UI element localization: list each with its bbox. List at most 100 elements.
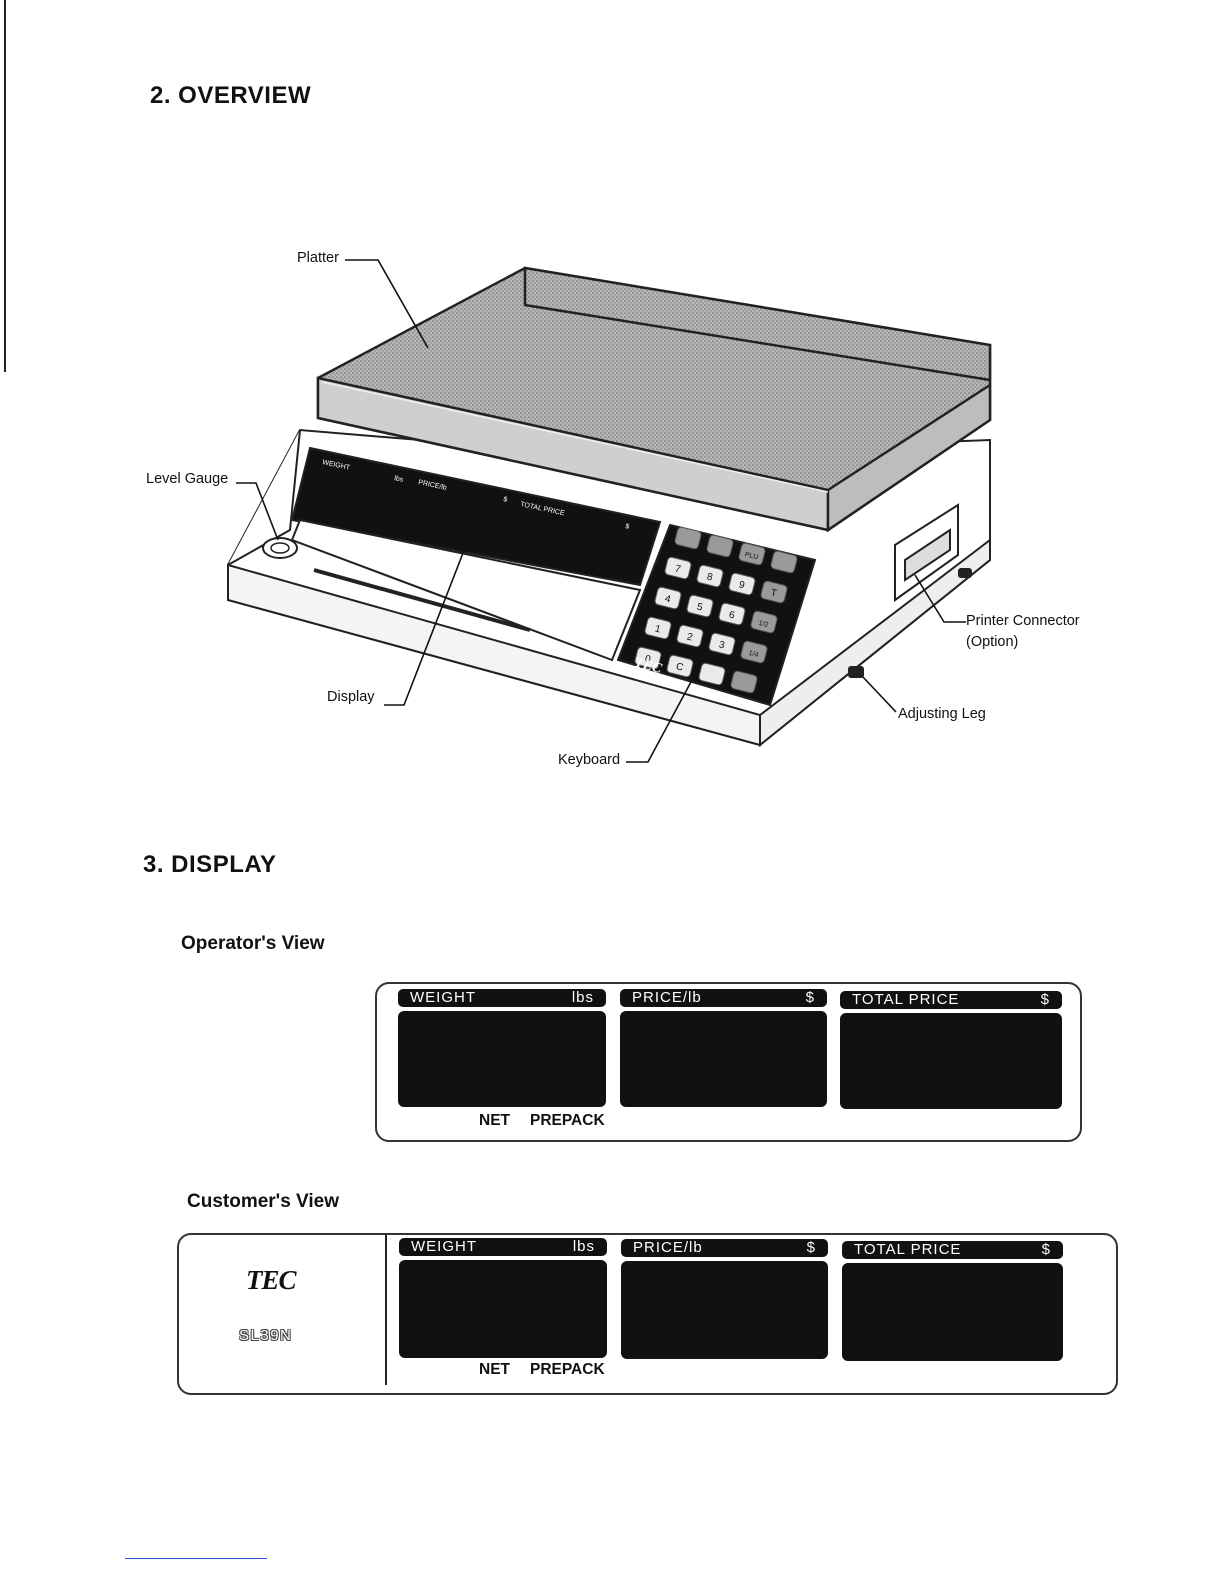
callout-level-gauge: Level Gauge [146,471,229,487]
keypad-key-label: PLU [744,551,759,561]
operator-total-header: TOTAL PRICE $ [840,991,1062,1009]
callout-leaders [236,259,966,763]
customer-total-segment: TOTAL PRICE $ [842,1241,1063,1361]
keypad-key [674,526,702,550]
scale-keyboard: PLU 7 8 9T 4 5 6 1/2 1 2 3 1/4 0C TEC [616,523,817,707]
keypad-key [740,640,768,664]
keypad-key-label: 8 [706,571,714,583]
keypad-key [676,624,704,648]
keypad-key [686,594,714,618]
keypad-key-label: 0 [644,653,652,665]
customer-net-indicator: NET [479,1361,510,1378]
operator-prepack-indicator: PREPACK [530,1112,605,1129]
customer-brand-logo: TEC [246,1265,297,1295]
keypad-key [666,654,694,678]
margin-rule [4,0,6,372]
keypad-key [738,542,766,566]
operator-weight-segment: WEIGHT lbs [398,989,606,1107]
operator-price-lcd [620,1011,827,1107]
operator-price-header: PRICE/lb $ [620,989,827,1007]
operator-weight-header: WEIGHT lbs [398,989,606,1007]
customer-price-unit: $ [806,1239,816,1256]
customer-price-segment: PRICE/lb $ [621,1239,828,1359]
keypad-key [750,610,778,634]
customer-weight-unit: lbs [572,1238,595,1255]
customer-view-panel: TEC SL39N WEIGHT lbs PRICE/lb $ TOTAL PR… [177,1233,1118,1395]
adjusting-leg [848,666,864,678]
customer-total-label: TOTAL PRICE [854,1241,962,1258]
operator-weight-lcd [398,1011,606,1107]
keypad-key [708,632,736,656]
keypad-key [644,616,672,640]
scale-display-weight-unit: lbs [394,475,405,484]
level-gauge-icon [262,537,298,559]
keypad-key-label: 1/2 [758,620,769,629]
adjusting-leg-rear [958,568,972,578]
callout-display: Display [327,689,375,705]
customer-weight-header: WEIGHT lbs [399,1238,607,1256]
keypad-key-label: 6 [728,609,736,621]
keypad-key-label: C [675,661,685,673]
customer-prepack-indicator: PREPACK [530,1361,605,1378]
customer-total-unit: $ [1041,1241,1051,1258]
keypad-key-label: 3 [718,639,726,651]
keypad-key [698,662,726,686]
platter [316,266,992,533]
keypad-key [654,586,682,610]
display-heading: 3. DISPLAY [143,851,277,878]
customer-price-label: PRICE/lb [633,1239,703,1256]
customer-weight-label: WEIGHT [411,1238,477,1255]
callout-printer-connector: Printer Connector [966,613,1080,629]
keypad-key-label: T [769,587,778,599]
customer-panel-divider [385,1235,387,1385]
customer-view-title: Customer's View [187,1191,339,1212]
operator-weight-unit: lbs [571,989,594,1006]
customer-price-header: PRICE/lb $ [621,1239,828,1257]
overview-heading: 2. OVERVIEW [150,82,312,109]
operator-price-unit: $ [805,989,815,1006]
scale-display-window: WEIGHT lbs PRICE/lb $ TOTAL PRICE $ [290,446,662,662]
footnote-rule [125,1558,267,1559]
keypad-key [770,550,798,574]
operator-total-label: TOTAL PRICE [852,991,960,1008]
keypad-key [718,602,746,626]
keypad-key [696,564,724,588]
customer-total-lcd [842,1263,1063,1361]
keypad-key [728,572,756,596]
keypad-key-label: 7 [674,563,682,575]
operator-weight-label: WEIGHT [410,989,476,1006]
operator-total-lcd [840,1013,1062,1109]
callout-keyboard: Keyboard [558,752,621,768]
operator-view-title: Operator's View [181,933,325,954]
keypad-key-label: 9 [738,579,746,591]
customer-weight-lcd [399,1260,607,1358]
customer-weight-segment: WEIGHT lbs [399,1238,607,1358]
scale-illustration: WEIGHT lbs PRICE/lb $ TOTAL PRICE $ PLU 7… [227,259,992,763]
operator-price-label: PRICE/lb [632,989,702,1006]
keypad-key [706,534,734,558]
customer-price-lcd [621,1261,828,1359]
callout-platter: Platter [297,250,339,266]
scale-brand-logo: TEC [633,655,664,677]
printer-connector [894,503,959,602]
customer-total-header: TOTAL PRICE $ [842,1241,1063,1259]
keypad-key-label: 4 [664,593,672,605]
operator-total-segment: TOTAL PRICE $ [840,991,1062,1109]
customer-model-label: SL39N [239,1327,293,1344]
operator-total-unit: $ [1040,991,1050,1008]
keypad-key [634,646,662,670]
keypad-key-label: 1 [654,623,662,635]
operator-price-segment: PRICE/lb $ [620,989,827,1107]
scale-display-price-unit: $ [503,496,508,504]
operator-view-panel: WEIGHT lbs PRICE/lb $ TOTAL PRICE $ NET … [375,982,1082,1142]
scale-display-total-unit: $ [625,523,630,531]
keypad-key-label: 2 [686,631,694,643]
operator-net-indicator: NET [479,1112,510,1129]
keypad-key [664,556,692,580]
keypad-key-label: 1/4 [748,650,759,659]
keypad-key [760,580,788,604]
keypad-key [730,670,758,694]
callout-adjusting-leg: Adjusting Leg [898,706,986,722]
keypad-key-label: 5 [696,601,704,613]
callout-printer-option: (Option) [966,634,1019,650]
